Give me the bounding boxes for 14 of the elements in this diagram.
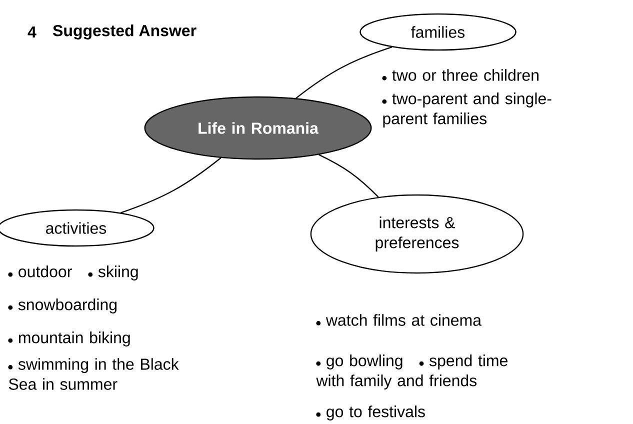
connector-line [318,154,379,198]
bullet-item: outdoor skiing [8,266,138,280]
connector-line [296,46,392,99]
bullet-item: watch films at cinema [316,314,482,326]
bullet-item: two-parent and single-parent families [382,92,552,128]
question-number: 4 [28,26,36,38]
bullet-item: snowboarding [8,298,116,314]
bullet-item: go bowling spend time with family and friends [316,354,508,390]
bullet-item: two or three children [382,69,538,81]
connector-line [120,157,222,214]
bullet-item: swimming in the Black Sea in summer [8,358,179,390]
bullet-item: go to festivals [316,406,425,420]
heading: Suggested Answer [53,24,196,40]
bullet-item: mountain biking [8,332,130,346]
